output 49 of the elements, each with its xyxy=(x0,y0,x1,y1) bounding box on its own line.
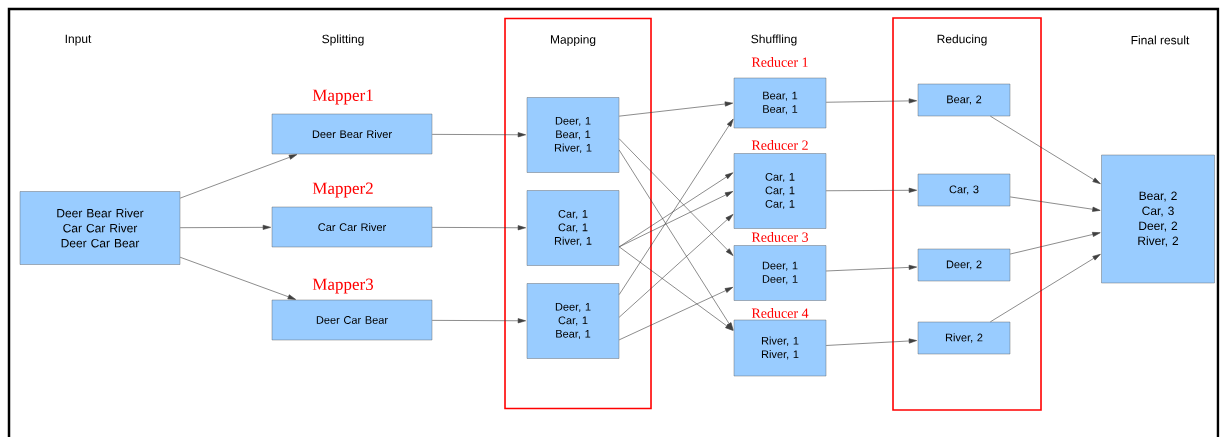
arrow xyxy=(618,214,734,318)
arrow xyxy=(431,225,526,231)
process-box: Bear, 2 xyxy=(917,83,1011,117)
arrow xyxy=(179,224,271,230)
process-box: Deer, 1 Bear, 1 River, 1 xyxy=(526,97,620,173)
arrow xyxy=(618,101,733,117)
process-box: River, 1 River, 1 xyxy=(733,319,827,377)
worker-label: Reducer 2 xyxy=(750,139,810,151)
arrow xyxy=(1009,196,1101,212)
worker-label: Mapper3 xyxy=(311,277,375,295)
arrow xyxy=(618,191,734,248)
arrow xyxy=(825,187,917,193)
process-box: Deer Bear River Car Car River Deer Car Bear xyxy=(19,191,181,265)
process-box: Car, 3 xyxy=(917,173,1011,207)
worker-label: Mapper2 xyxy=(311,181,375,199)
arrow xyxy=(179,256,296,300)
process-box: Deer Bear River xyxy=(271,113,433,155)
process-box: Car Car River xyxy=(271,206,433,248)
process-box: Deer, 1 Deer, 1 xyxy=(733,245,827,301)
arrow xyxy=(618,287,734,341)
stage-heading: Shuffling xyxy=(751,34,797,46)
arrow xyxy=(990,254,1101,323)
arrow xyxy=(825,338,917,346)
arrow xyxy=(1009,232,1101,255)
arrow xyxy=(179,154,298,199)
process-box: Deer, 1 Car, 1 Bear, 1 xyxy=(526,283,620,359)
arrow xyxy=(618,138,734,256)
arrow xyxy=(618,149,734,331)
arrow xyxy=(431,318,526,324)
process-box: Deer, 2 xyxy=(917,248,1011,282)
stage-heading: Final result xyxy=(1131,35,1190,45)
process-box: Car, 1 Car, 1 River, 1 xyxy=(526,190,620,266)
process-box: Bear, 1 Bear, 1 xyxy=(733,77,827,129)
worker-label: Reducer 3 xyxy=(750,231,810,243)
arrow xyxy=(825,264,917,272)
arrow xyxy=(990,115,1101,184)
arrow xyxy=(431,132,526,138)
worker-label: Reducer 4 xyxy=(750,307,810,319)
process-box: Bear, 2 Car, 3 Deer, 2 River, 2 xyxy=(1101,154,1215,284)
worker-label: Mapper1 xyxy=(311,88,375,106)
arrow xyxy=(618,246,734,331)
arrow xyxy=(618,118,734,295)
process-box: Car, 1 Car, 1 Car, 1 xyxy=(733,153,827,229)
process-box: River, 2 xyxy=(917,321,1011,355)
stage-heading: Splitting xyxy=(322,34,364,46)
worker-label: Reducer 1 xyxy=(750,56,810,68)
stage-heading: Input xyxy=(65,34,92,46)
arrow xyxy=(825,98,917,104)
process-box: Deer Car Bear xyxy=(271,299,433,341)
